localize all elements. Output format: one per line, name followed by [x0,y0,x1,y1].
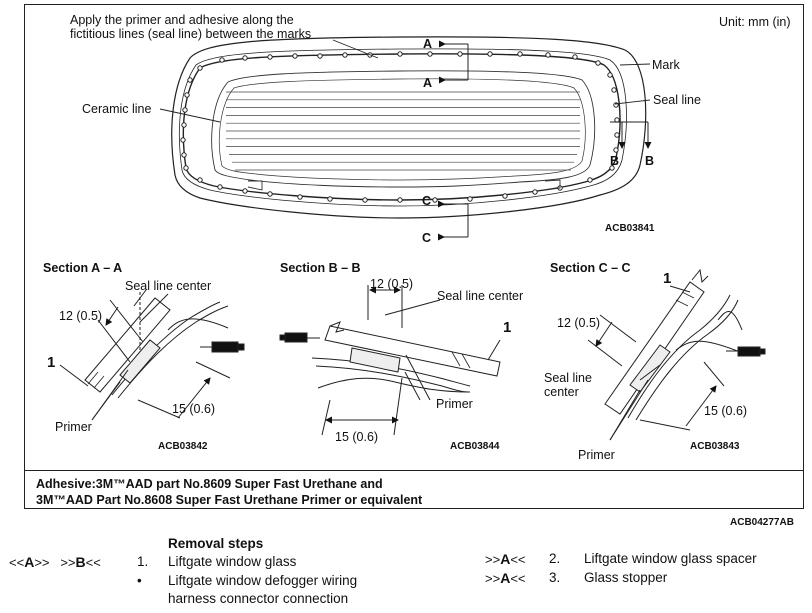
section-c-drawing [587,268,766,441]
section-a-seal-line-center: Seal line center [125,279,212,293]
ceramic-line-area [211,70,596,191]
section-c-dim-top: 12 (0.5) [557,316,601,330]
step-2-code-a: A [500,551,511,567]
section-b-primer: Primer [436,397,473,411]
diagram-frame [24,4,804,509]
section-c-seal-line-center-1: Seal line [544,371,592,385]
section-c-letter-top: C [422,194,432,208]
step-1-number: 1. [137,554,149,569]
section-a-letter-top: A [423,37,433,51]
step-2-codes: >>A<< [485,551,526,568]
section-b-letter-left: B [610,154,620,168]
step-bullet: • [137,573,142,588]
step-1-text: Liftgate window glass [168,554,297,569]
section-a-dim-bottom: 15 (0.6) [172,402,216,416]
section-c-title: Section C – C [550,261,631,275]
step-1-code-close: << [85,555,101,570]
instruction-line-1: Apply the primer and adhesive along the [70,13,294,27]
section-b-title: Section B – B [280,261,361,275]
step-1-codes: <<A>> >>B<< [9,554,101,571]
mark-label: Mark [652,58,680,72]
section-a-marker [439,40,469,84]
step-3-code-open: >> [485,571,501,586]
step-2-code-close: << [510,552,526,567]
section-c-dim-bottom: 15 (0.6) [704,404,748,418]
figure-code: ACB04277AB [730,517,794,528]
seal-line-label: Seal line [653,93,701,107]
section-c-callout-1: 1 [663,270,672,287]
step-2-code-open: >> [485,552,501,567]
removal-steps-heading: Removal steps [168,536,264,551]
top-view-code: ACB03841 [605,223,655,234]
section-a-callout-1: 1 [47,354,56,371]
section-b-dim-top: 12 (0.5) [370,277,414,291]
seal-line-marks [180,51,620,203]
instruction-line-2: fictitious lines (seal line) between the… [70,27,312,41]
section-b-marker [610,121,652,149]
section-c-code: ACB03843 [690,441,740,452]
section-b-drawing [279,285,501,436]
section-b-callout-1: 1 [503,319,512,336]
step-1-code-b: B [75,554,86,570]
step-3-text: Glass stopper [584,570,668,585]
step-3-code-close: << [510,571,526,586]
adhesive-line-2: 3M™AAD Part No.8608 Super Fast Urethane … [36,493,423,507]
step-2-text: Liftgate window glass spacer [584,551,757,566]
section-a-drawing [59,289,245,421]
step-2-number: 2. [549,551,561,566]
unit-label: Unit: mm (in) [719,15,791,29]
glass-outline [171,36,647,219]
seal-line [182,53,621,201]
step-1-code-a: A [24,554,35,570]
section-a-primer: Primer [55,420,92,434]
section-c-seal-line-center-2: center [544,385,579,399]
top-leader-lines [159,39,651,123]
step-1-code-mid: >> >> [34,555,76,570]
step-3-code-a: A [500,570,511,586]
defogger-grid-lines [226,91,580,171]
section-a-dim-top: 12 (0.5) [59,309,103,323]
section-a-code: ACB03842 [158,441,208,452]
adhesive-line-1: Adhesive:3M™AAD part No.8609 Super Fast … [36,477,383,491]
step-bullet-text-1: Liftgate window defogger wiring [168,573,358,588]
step-1-code-open: << [9,555,25,570]
adhesive-note: Adhesive:3M™AAD part No.8609 Super Fast … [24,470,804,509]
section-c-primer: Primer [578,448,615,462]
section-b-letter-right: B [645,154,655,168]
section-c-letter-bottom: C [422,231,432,245]
section-c-marker [438,200,469,241]
section-b-dim-bottom: 15 (0.6) [335,430,379,444]
section-b-seal-line-center: Seal line center [437,289,524,303]
step-3-codes: >>A<< [485,570,526,587]
ceramic-line-label: Ceramic line [82,102,152,116]
step-bullet-text-2: harness connector connection [168,591,349,606]
section-a-letter-bottom: A [423,76,433,90]
section-a-title: Section A – A [43,261,123,275]
section-b-code: ACB03844 [450,441,500,452]
step-3-number: 3. [549,570,561,585]
